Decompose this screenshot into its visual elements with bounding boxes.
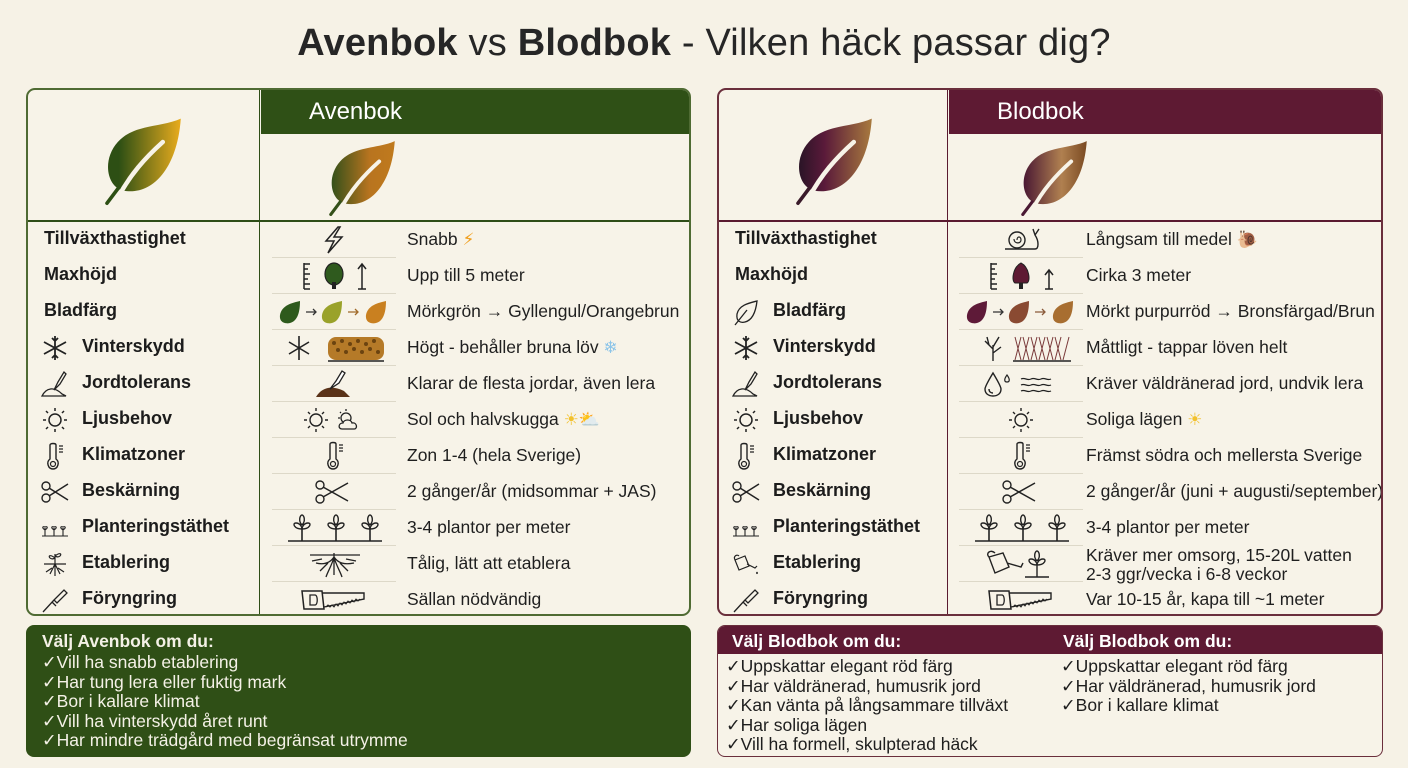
attribute-row: Maxhöjd Upp till 5 meter xyxy=(28,258,689,294)
roots-icon xyxy=(310,553,360,578)
leaf-color-transition-icon xyxy=(279,301,386,324)
thermometer-icon xyxy=(47,442,63,470)
snowflake-emoji-icon: ❄ xyxy=(603,338,618,357)
thermometer-icon xyxy=(738,442,754,470)
list-item: Kan vänta på långsammare tillväxt xyxy=(726,695,1009,716)
thermometer-icon xyxy=(327,441,343,470)
choose-avenbok-box: Välj Avenbok om du: Vill ha snabb etable… xyxy=(26,625,691,757)
label-column xyxy=(719,90,948,614)
attribute-label: Tillväxthastighet xyxy=(44,228,186,248)
sun-icon xyxy=(1009,408,1033,432)
leaf-icon xyxy=(105,118,181,205)
sun-emoji-icon: ☀ xyxy=(1187,410,1203,429)
list-item: Har väldränerad, humusrik jord xyxy=(1061,676,1316,697)
lightning-icon xyxy=(324,226,344,254)
choose-blodbok-heading: Välj Blodbok om du: xyxy=(732,631,902,651)
list-item: Har mindre trädgård med begränsat utrymm… xyxy=(42,730,408,751)
list-item: Bor i kallare klimat xyxy=(1061,695,1316,716)
trowel-soil-icon xyxy=(40,370,67,397)
plants-row-icon xyxy=(975,514,1069,542)
attribute-row: Planteringstäthet 3-4 plantor per meter xyxy=(719,510,1381,546)
bare-branches-hedge-icon xyxy=(984,336,1071,362)
list-item: Vill ha formell, skulpterad häck xyxy=(726,734,1008,755)
attribute-row: Maxhöjd Cirka 3 meter xyxy=(719,258,1381,294)
list-item: Uppskattar elegant röd färg xyxy=(1061,656,1316,677)
scissors-icon xyxy=(1002,480,1036,504)
scissors-icon xyxy=(315,480,349,504)
attribute-row: Klimatzoner Främst södra och mellersta S… xyxy=(719,438,1381,474)
attribute-row: Etablering Tålig, lätt att etablera xyxy=(28,546,689,582)
attribute-row: Ljusbehov Sol och halvskugga ☀⛅ xyxy=(28,402,689,438)
saw-icon xyxy=(301,590,365,610)
attribute-row: Planteringstäthet 3-4 plantor per meter xyxy=(28,510,689,546)
watering-can-plant-icon xyxy=(986,550,1049,578)
attribute-row: Tillväxthastighet Snabb ⚡ xyxy=(28,222,689,258)
attribute-row: Tillväxthastighet Långsam till medel 🐌 xyxy=(719,222,1381,258)
pruning-saw-icon xyxy=(733,589,759,613)
list-item: Har tung lera eller fuktig mark xyxy=(42,672,408,693)
trowel-soil-icon xyxy=(731,370,758,397)
sun-cloud-emoji-icon: ☀⛅ xyxy=(563,410,601,429)
scissors-icon xyxy=(41,481,69,503)
attribute-row: Beskärning 2 gånger/år (midsommar + JAS) xyxy=(28,474,689,510)
snowflake-hedge-icon xyxy=(288,336,384,362)
choose-blodbok-box: Välj Blodbok om du: Välj Blodbok om du: … xyxy=(717,625,1383,757)
list-item: Har väldränerad, humusrik jord xyxy=(726,676,1008,697)
snowflake-icon xyxy=(43,336,67,360)
lightning-emoji-icon: ⚡ xyxy=(462,230,475,249)
plants-row-icon xyxy=(733,526,759,537)
attribute-row: Jordtolerans Klarar de flesta jordar, äv… xyxy=(28,366,689,402)
trowel-soil-icon xyxy=(316,370,350,397)
avenbok-header: Avenbok xyxy=(261,90,689,134)
saw-icon xyxy=(988,590,1052,610)
choose-blodbok-heading-2: Välj Blodbok om du: xyxy=(1063,631,1233,651)
snowflake-icon xyxy=(734,336,758,360)
attribute-row: Föryngring Var 10-15 år, kapa till ~1 me… xyxy=(719,582,1381,614)
sprout-roots-icon xyxy=(44,553,66,576)
attribute-row: Vinterskydd Måttligt - tappar löven helt xyxy=(719,330,1381,366)
attribute-row: Klimatzoner Zon 1-4 (hela Sverige) xyxy=(28,438,689,474)
blodbok-header: Blodbok xyxy=(949,90,1381,134)
leaf-icon xyxy=(1021,141,1087,216)
watering-can-icon xyxy=(733,554,758,575)
water-drops-drainage-icon xyxy=(984,371,1052,397)
choose-blodbok-list-2: Uppskattar elegant röd färg Har väldräne… xyxy=(1061,656,1316,716)
snail-emoji-icon: 🐌 xyxy=(1236,230,1258,249)
sun-icon xyxy=(43,408,67,432)
list-item: Vill ha snabb etablering xyxy=(42,652,408,673)
plants-row-icon xyxy=(42,526,68,537)
page-title: Avenbok vs Blodbok - Vilken häck passar … xyxy=(297,22,1111,64)
choose-blodbok-list: Uppskattar elegant röd färg Har väldräne… xyxy=(726,656,1009,755)
attribute-row: Ljusbehov Soliga lägen ☀ xyxy=(719,402,1381,438)
attribute-row: Beskärning 2 gånger/år (juni + augusti/s… xyxy=(719,474,1381,510)
leaf-icon xyxy=(329,141,395,216)
attribute-row: Bladfärg Mörkgrön → Gyllengul/Orangebrun xyxy=(28,294,689,330)
label-column xyxy=(28,90,260,614)
list-item: Vill ha vinterskydd året runt xyxy=(42,711,408,732)
attribute-row: Jordtolerans Kräver väldränerad jord, un… xyxy=(719,366,1381,402)
height-tree-icon xyxy=(303,262,367,290)
plants-row-icon xyxy=(288,514,382,542)
thermometer-icon xyxy=(1014,441,1030,470)
pruning-saw-icon xyxy=(42,589,68,613)
attribute-row: Etablering Kräver mer omsorg, 15-20L vat… xyxy=(719,546,1381,584)
avenbok-panel: Avenbok Tillväxthastighet Snabb ⚡ Maxhöj… xyxy=(26,88,691,616)
attribute-row: Bladfärg Mörkt purpurröd → Bronsfärgad/B… xyxy=(719,294,1381,330)
list-item: Har soliga lägen xyxy=(726,715,1008,736)
list-item: Uppskattar elegant röd färg xyxy=(726,656,1008,677)
height-tree-icon xyxy=(990,262,1054,290)
leaf-color-transition-icon xyxy=(966,301,1073,324)
sun-partly-cloudy-icon xyxy=(304,408,358,432)
sun-icon xyxy=(734,408,758,432)
leaf-outline-icon xyxy=(734,300,758,326)
choose-avenbok-heading: Välj Avenbok om du: xyxy=(42,631,214,651)
snail-icon xyxy=(1005,228,1040,250)
attribute-row: Föryngring Sällan nödvändig xyxy=(28,582,689,614)
list-item: Bor i kallare klimat xyxy=(42,691,408,712)
scissors-icon xyxy=(732,481,760,503)
blodbok-panel: Blodbok Tillväxthastighet Långsam till m… xyxy=(717,88,1383,616)
choose-avenbok-list: Vill ha snabb etablering Har tung lera e… xyxy=(42,652,408,751)
leaf-icon xyxy=(796,118,872,205)
attribute-row: Vinterskydd Högt - behåller bruna löv ❄ xyxy=(28,330,689,366)
